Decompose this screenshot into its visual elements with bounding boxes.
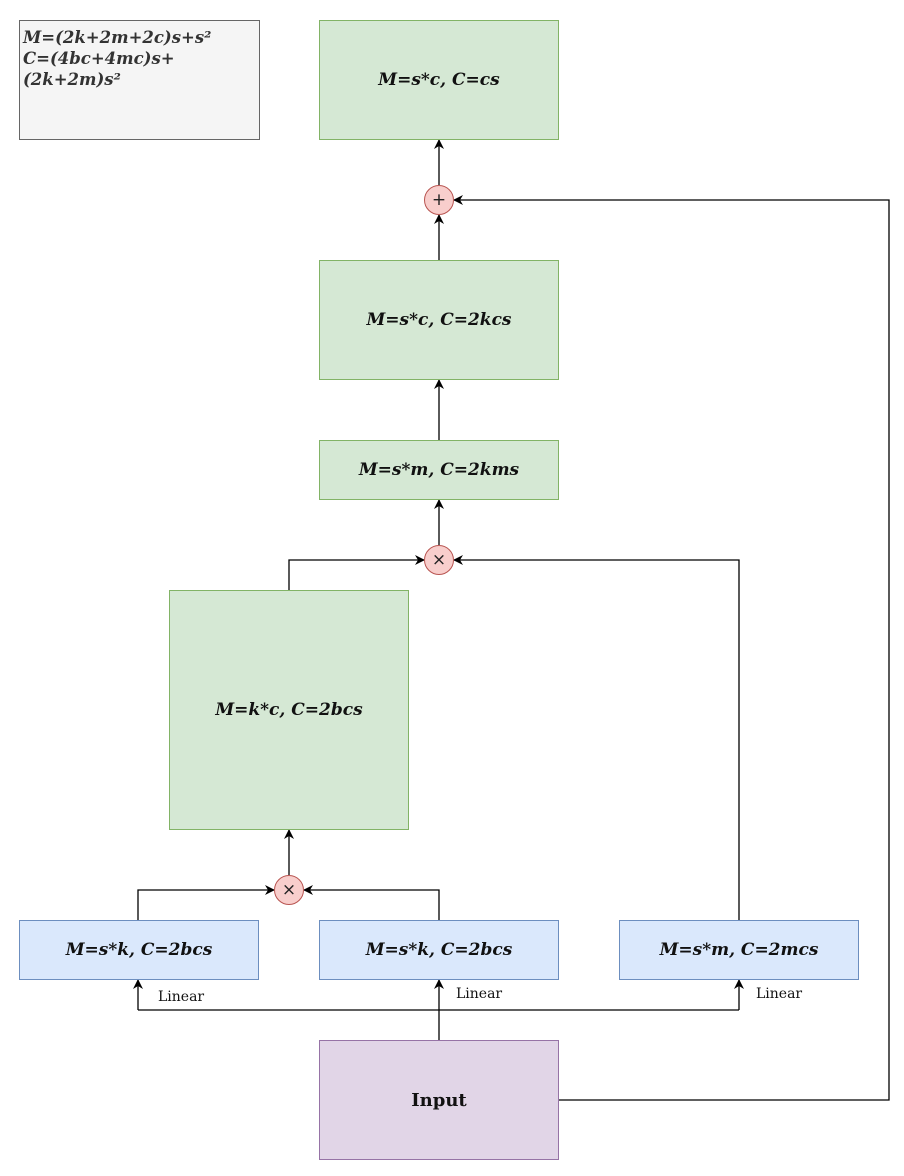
linear-label-right: Linear bbox=[756, 986, 803, 1002]
input-node-label: Input bbox=[411, 1089, 467, 1111]
projection-node-label: M=s*c, C=2kcs bbox=[366, 310, 512, 330]
formula-line-3: (2k+2m)s² bbox=[23, 70, 121, 89]
linear-label-left: Linear bbox=[158, 989, 205, 1005]
formula-line-1: M=(2k+2m+2c)s+s² bbox=[23, 28, 212, 47]
output-node-label: M=s*c, C=cs bbox=[378, 70, 500, 90]
mid-node-label: M=s*m, C=2kms bbox=[358, 460, 520, 480]
multiply-symbol-upper: × bbox=[431, 550, 447, 570]
multiply-operator-upper: × bbox=[424, 545, 454, 575]
right-linear-node: M=s*m, C=2mcs bbox=[619, 920, 859, 980]
edge-right-to-mul bbox=[453, 555, 740, 920]
left-linear-node-label: M=s*k, C=2bcs bbox=[65, 940, 213, 960]
linear-label-center: Linear bbox=[456, 986, 503, 1002]
edge-big-to-mul bbox=[288, 555, 425, 590]
multiply-symbol-lower: × bbox=[281, 880, 297, 900]
attention-node: M=k*c, C=2bcs bbox=[169, 590, 409, 830]
right-linear-node-label: M=s*m, C=2mcs bbox=[659, 940, 819, 960]
input-node: Input bbox=[319, 1040, 559, 1160]
center-linear-node-label: M=s*k, C=2bcs bbox=[365, 940, 513, 960]
output-node: M=s*c, C=cs bbox=[319, 20, 559, 140]
center-linear-node: M=s*k, C=2bcs bbox=[319, 920, 559, 980]
attention-node-label: M=k*c, C=2bcs bbox=[215, 700, 363, 720]
left-linear-node: M=s*k, C=2bcs bbox=[19, 920, 259, 980]
edge-center-to-lowermul bbox=[303, 885, 440, 920]
add-operator: + bbox=[424, 185, 454, 215]
mid-node: M=s*m, C=2kms bbox=[319, 440, 559, 500]
formula-line-2: C=(4bc+4mc)s+ bbox=[23, 49, 175, 68]
add-symbol: + bbox=[431, 190, 447, 210]
multiply-operator-lower: × bbox=[274, 875, 304, 905]
formula-note: M=(2k+2m+2c)s+s² C=(4bc+4mc)s+ (2k+2m)s² bbox=[19, 20, 260, 140]
edge-left-to-lowermul bbox=[137, 885, 275, 920]
edge-residual bbox=[453, 195, 890, 1101]
projection-node: M=s*c, C=2kcs bbox=[319, 260, 559, 380]
